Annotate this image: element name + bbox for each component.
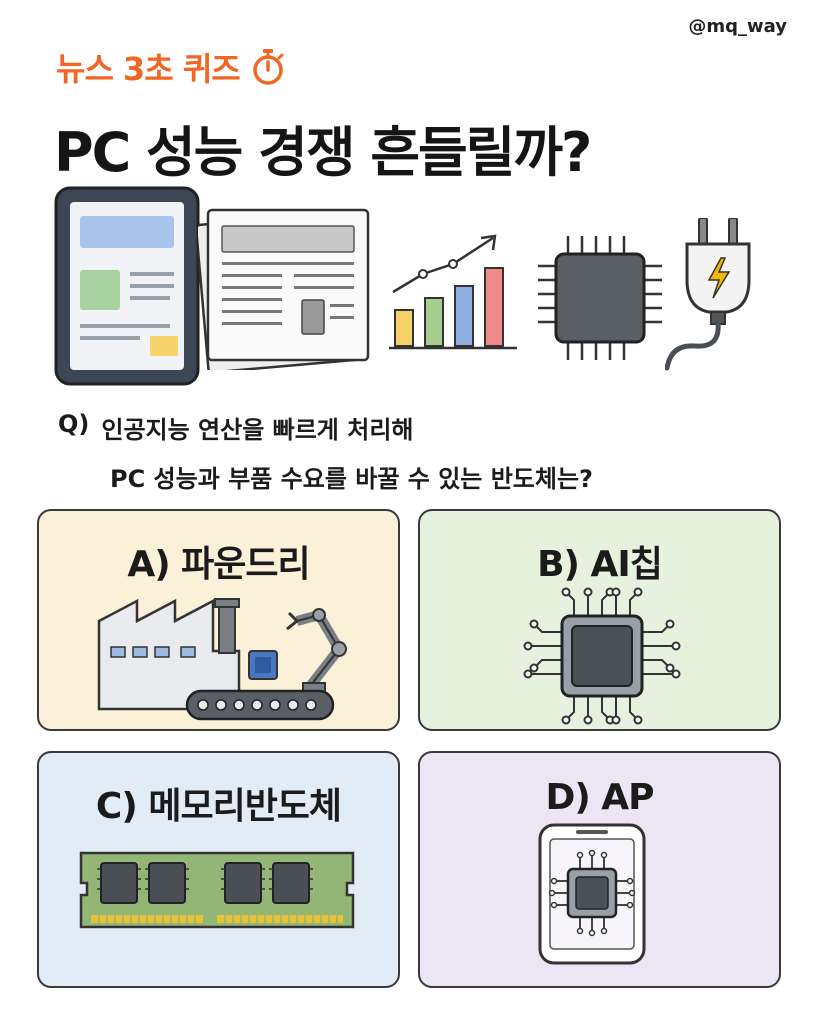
option-b-card[interactable]: B) AI칩	[418, 509, 781, 731]
question-line-1: 인공지능 연산을 빠르게 처리해	[101, 416, 414, 444]
eyebrow-label: 뉴스 3초 퀴즈	[56, 50, 241, 88]
chip-icon	[538, 236, 662, 360]
stopwatch-icon	[253, 49, 284, 85]
question-prefix: Q)	[58, 410, 90, 438]
option-c-label: C) 메모리반도체	[95, 786, 342, 827]
smartphone-chip-icon	[538, 823, 646, 965]
quiz-eyebrow: 뉴스 3초 퀴즈	[56, 44, 286, 90]
growth-chart-icon	[389, 234, 517, 350]
factory-icon	[97, 598, 347, 721]
page-title: PC 성능 경쟁 흔들릴까?	[54, 121, 592, 184]
newspaper-icon	[198, 208, 370, 370]
hero-illustration	[50, 180, 780, 390]
question-line-2: PC 성능과 부품 수요를 바꿀 수 있는 반도체는?	[110, 465, 593, 493]
power-plug-icon	[665, 218, 751, 371]
option-a-label: A) 파운드리	[127, 544, 310, 585]
option-d-card[interactable]: D) AP	[418, 751, 781, 988]
option-c-card[interactable]: C) 메모리반도체	[37, 751, 400, 988]
memory-module-icon	[79, 851, 355, 929]
ai-chip-icon	[523, 587, 681, 725]
option-d-label: D) AP	[545, 777, 654, 818]
tablet-icon	[54, 186, 200, 386]
option-a-card[interactable]: A) 파운드리	[37, 509, 400, 731]
account-handle: @mq_way	[688, 16, 787, 37]
option-b-label: B) AI칩	[537, 544, 663, 585]
quiz-question: Q) 인공지능 연산을 빠르게 처리해 PC 성능과 부품 수요를 바꿀 수 있…	[58, 410, 593, 494]
